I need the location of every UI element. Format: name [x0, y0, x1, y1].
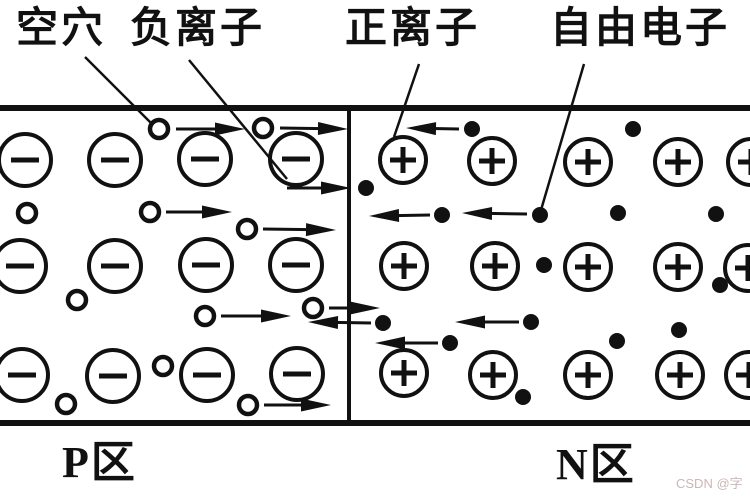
electron-dot — [375, 315, 391, 331]
electron-arrow-head — [462, 206, 493, 220]
watermark-text: CSDN @字 — [676, 476, 743, 491]
leader-hole — [84, 56, 154, 126]
electron-dot — [609, 333, 625, 349]
hole-circle — [251, 116, 275, 140]
leader-negative-ion — [188, 59, 288, 180]
label-hole: 空穴 — [16, 6, 107, 52]
electron-arrow-head — [369, 209, 400, 223]
electron-arrow-shaft — [431, 126, 460, 131]
electron-dot — [671, 322, 687, 338]
electron-arrow-shaft — [333, 320, 372, 325]
hole-circle — [236, 393, 260, 417]
label-positive-ion: 正离子 — [345, 6, 481, 52]
leader-free-electron — [539, 63, 586, 211]
label-negative-ion: 负离子 — [130, 6, 266, 52]
electron-dot — [712, 277, 728, 293]
label-free-electron: 自由电子 — [550, 6, 731, 52]
electron-dot — [536, 257, 552, 273]
electron-dot — [625, 121, 641, 137]
electron-dot — [532, 207, 548, 223]
electron-dot — [708, 206, 724, 222]
leader-positive-ion — [392, 63, 421, 138]
electron-arrow-head — [375, 336, 405, 350]
electron-arrow-head — [406, 122, 437, 136]
hole-circle — [235, 217, 259, 241]
label-p-region: P区 — [62, 438, 137, 487]
hole-arrow-head — [321, 181, 351, 195]
hole-arrow-head — [215, 122, 245, 136]
electron-dot — [434, 207, 450, 223]
electron-arrow-shaft — [394, 213, 431, 218]
hole-circle — [151, 354, 175, 378]
hole-arrow-head — [261, 309, 291, 323]
electron-dot — [515, 389, 531, 405]
hole-arrow-head — [317, 122, 348, 136]
hole-circle — [65, 288, 89, 312]
electron-arrow-shaft — [487, 211, 528, 216]
label-n-region: N区 — [556, 440, 636, 489]
hole-arrow-shaft — [262, 227, 311, 232]
electron-dot — [610, 205, 626, 221]
hole-circle — [15, 201, 39, 225]
hole-circle — [138, 200, 162, 224]
electron-dot — [358, 180, 374, 196]
hole-circle — [301, 296, 325, 320]
electron-arrow-head — [455, 315, 485, 329]
electron-dot — [523, 314, 539, 330]
hole-circle — [193, 304, 217, 328]
hole-arrow-head — [202, 205, 232, 219]
hole-arrow-head — [305, 223, 336, 237]
hole-arrow-head — [301, 398, 331, 412]
hole-circle — [147, 117, 171, 141]
hole-circle — [54, 392, 78, 416]
hole-arrow-head — [350, 301, 380, 315]
hole-arrow-shaft — [279, 126, 323, 131]
electron-dot — [464, 121, 480, 137]
electron-arrow-head — [308, 315, 339, 329]
electron-dot — [442, 335, 458, 351]
